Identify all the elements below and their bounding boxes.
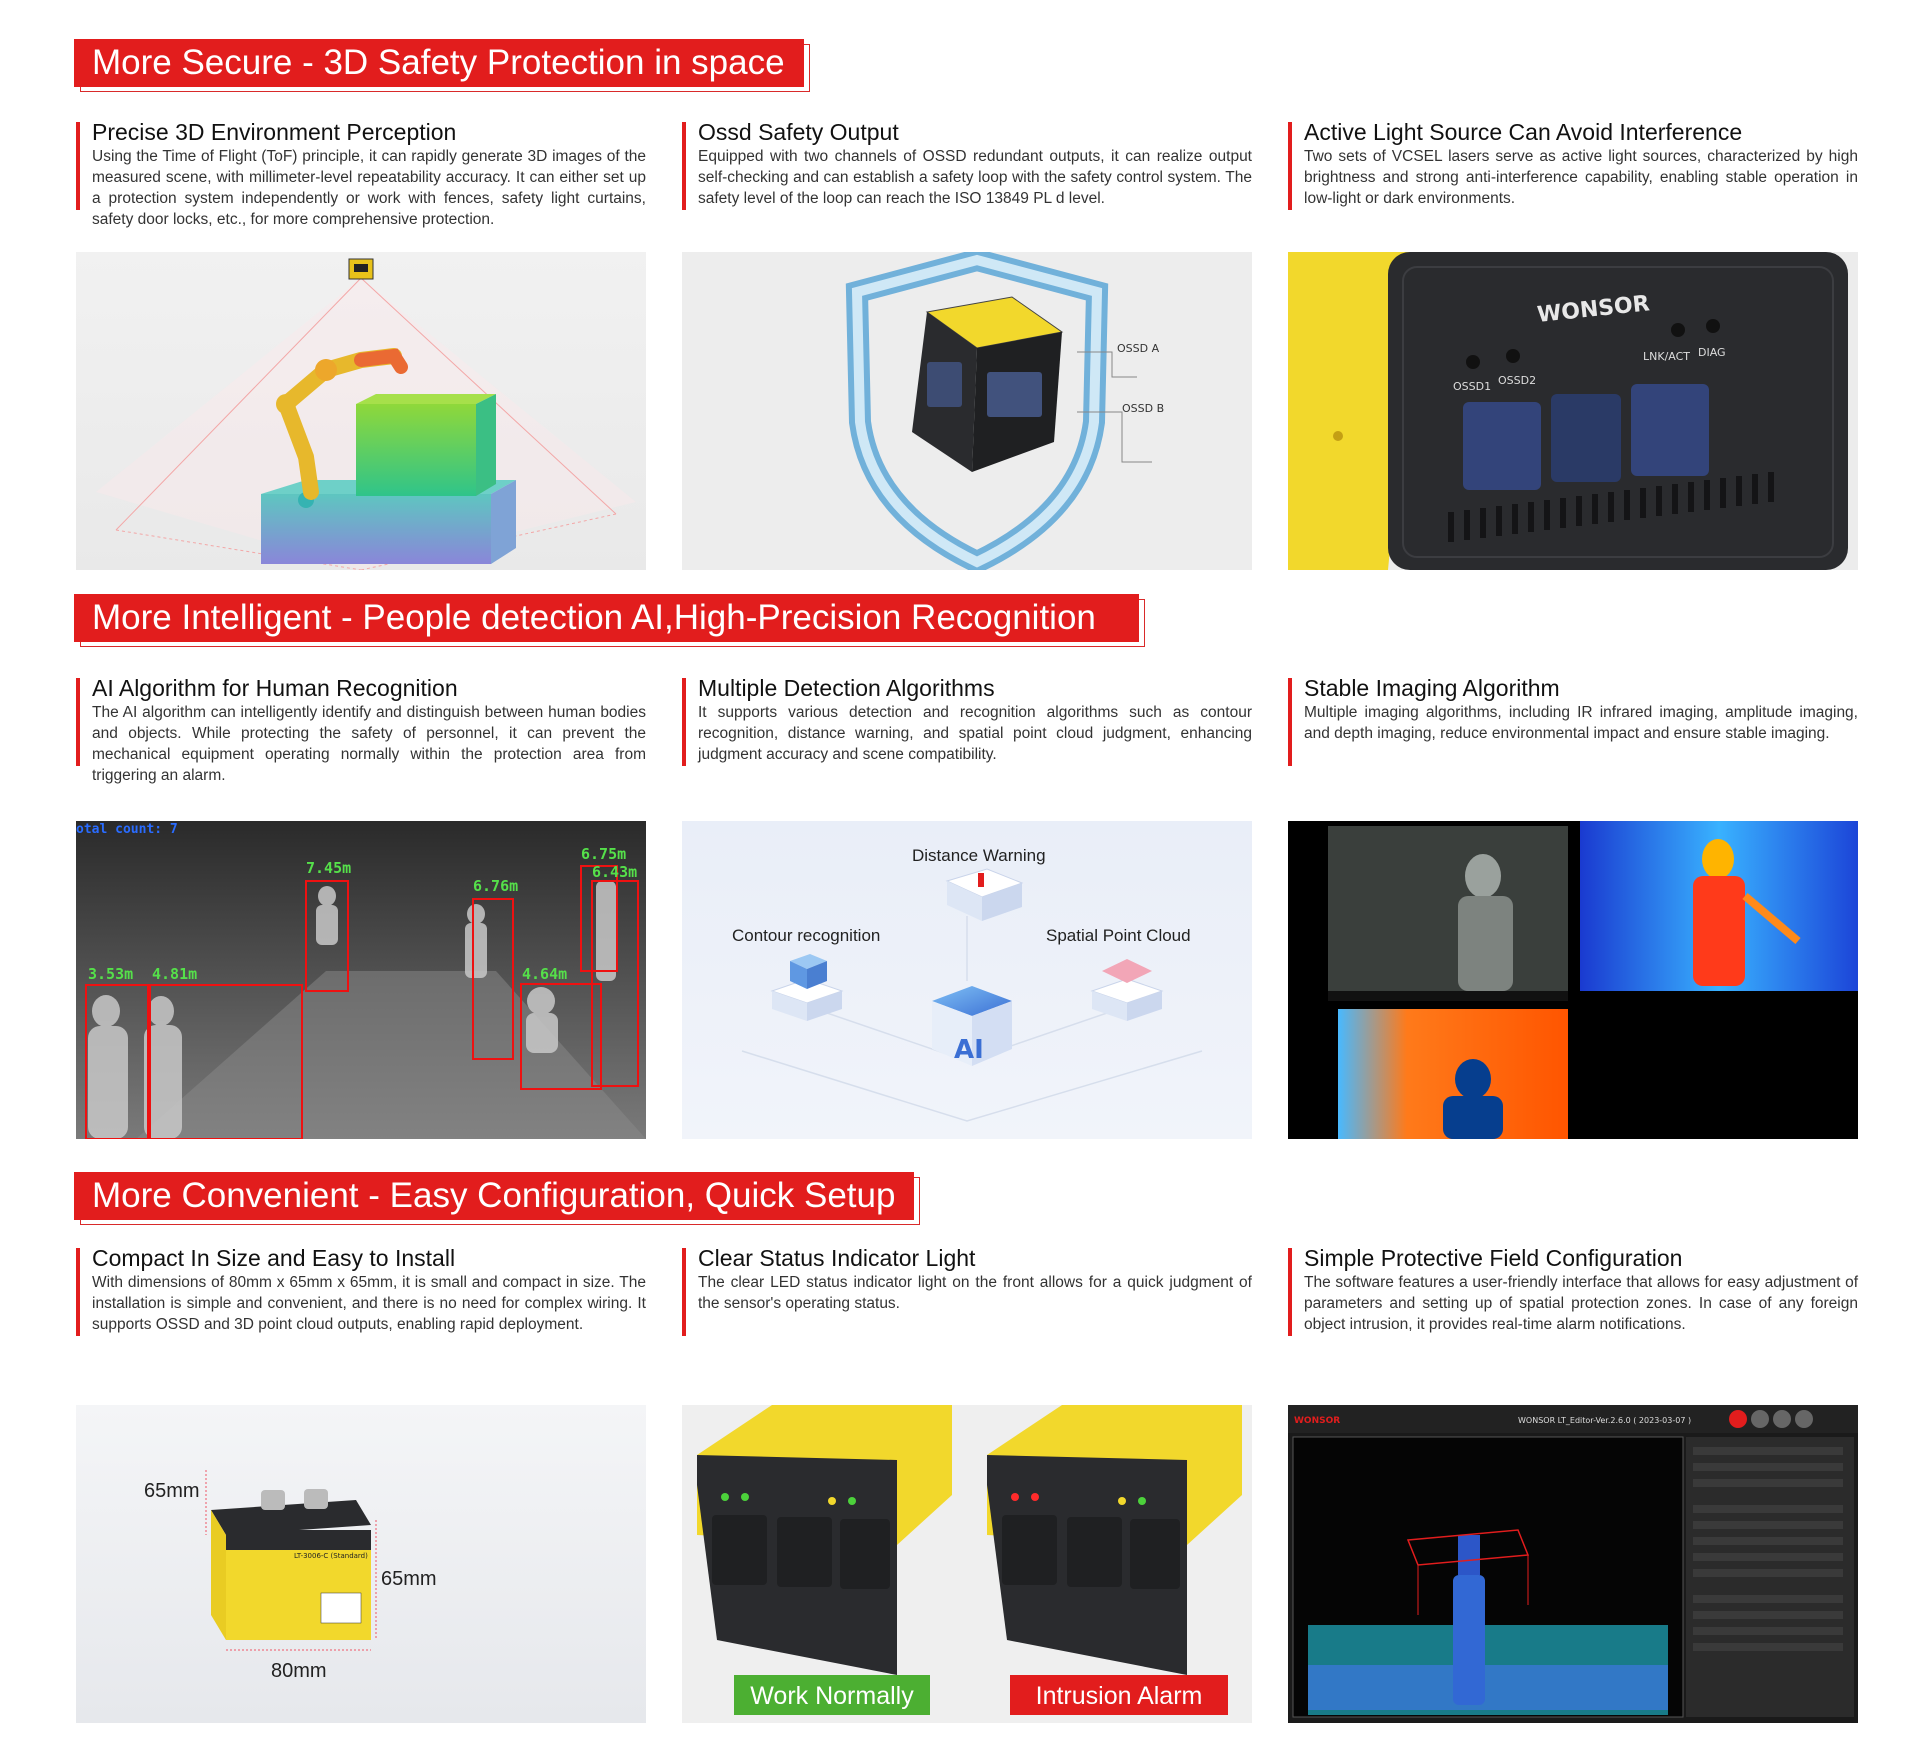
section-banner-convenient: More Convenient - Easy Configuration, Qu… <box>74 1172 920 1225</box>
banner-title: More Intelligent - People detection AI,H… <box>74 594 1139 642</box>
feature-title: Stable Imaging Algorithm <box>1304 675 1560 701</box>
feature-active-light: Active Light Source Can Avoid Interferen… <box>1288 118 1858 210</box>
feature-accent-bar <box>76 122 80 210</box>
feature-text: It supports various detection and recogn… <box>698 704 1252 763</box>
feature-accent-bar <box>682 678 686 766</box>
feature-title: Active Light Source Can Avoid Interferen… <box>1304 119 1743 145</box>
detection-label: 6.75m <box>581 845 626 863</box>
feature-title: Multiple Detection Algorithms <box>698 675 995 701</box>
ossd-b-label: OSSD B <box>1122 402 1164 415</box>
feature-ai-human: AI Algorithm for Human Recognition The A… <box>76 674 646 786</box>
vent-grille <box>1448 472 1774 542</box>
image-status-indicator: Work Normally Intrusion Alarm <box>682 1405 1252 1723</box>
dim-model: LT-3006-C (Standard) <box>294 1552 368 1560</box>
detection-label: 6.76m <box>473 877 518 895</box>
dim-top-label: 65mm <box>144 1480 200 1502</box>
feature-accent-bar <box>1288 1248 1292 1336</box>
feature-text: Two sets of VCSEL lasers serve as active… <box>1304 148 1858 207</box>
image-algorithms: Distance Warning Contour recognition Spa… <box>682 821 1252 1139</box>
feature-text: The software features a user-friendly in… <box>1304 1274 1858 1333</box>
image-ossd-shield: OSSD A OSSD B <box>682 252 1252 570</box>
dim-side-label: 65mm <box>381 1568 437 1590</box>
image-dimensions: LT-3006-C (Standard) 65mm 65mm 80mm <box>76 1405 646 1723</box>
algo-distance-label: Distance Warning <box>912 846 1046 865</box>
feature-status-indicator: Clear Status Indicator Light The clear L… <box>682 1244 1252 1336</box>
detection-label: 4.64m <box>522 965 567 983</box>
detection-label: 4.81m <box>152 965 197 983</box>
ossd-a-label: OSSD A <box>1117 342 1160 355</box>
sensor-lnk: LNK/ACT <box>1643 350 1690 363</box>
sensor-ossd2: OSSD2 <box>1498 374 1536 387</box>
feature-3d-perception: Precise 3D Environment Perception Using … <box>76 118 646 230</box>
feature-title: Precise 3D Environment Perception <box>92 119 457 145</box>
dim-bottom-label: 80mm <box>271 1660 327 1682</box>
image-sensor-face: WONSOR OSSD1 OSSD2 LNK/ACT DIAG <box>1288 252 1858 570</box>
banner-title: More Convenient - Easy Configuration, Qu… <box>74 1172 914 1220</box>
feature-text: The AI algorithm can intelligently ident… <box>92 704 646 784</box>
feature-title: Clear Status Indicator Light <box>698 1245 976 1271</box>
status-normal-label: Work Normally <box>750 1682 914 1710</box>
feature-title: Compact In Size and Easy to Install <box>92 1245 456 1271</box>
feature-ossd-output: Ossd Safety Output Equipped with two cha… <box>682 118 1252 210</box>
algo-spatial-label: Spatial Point Cloud <box>1046 926 1191 945</box>
feature-multiple-detection: Multiple Detection Algorithms It support… <box>682 674 1252 766</box>
banner-title: More Secure - 3D Safety Protection in sp… <box>74 39 804 87</box>
feature-text: Using the Time of Flight (ToF) principle… <box>92 148 646 228</box>
section-banner-secure: More Secure - 3D Safety Protection in sp… <box>74 39 810 92</box>
image-imaging-modes <box>1288 821 1858 1139</box>
feature-text: Equipped with two channels of OSSD redun… <box>698 148 1252 207</box>
image-people-detection: otal count: 7 7.45m 6.75m 6.43m 6.76m 3.… <box>76 821 646 1139</box>
feature-accent-bar <box>1288 678 1292 766</box>
detection-label: 6.43m <box>592 863 637 881</box>
feature-accent-bar <box>76 1248 80 1336</box>
feature-title: AI Algorithm for Human Recognition <box>92 675 458 701</box>
status-alarm-label: Intrusion Alarm <box>1036 1682 1203 1710</box>
feature-accent-bar <box>1288 122 1292 210</box>
algo-ai-label: AI <box>954 1035 984 1065</box>
sensor-ossd1: OSSD1 <box>1453 380 1491 393</box>
feature-compact-size: Compact In Size and Easy to Install With… <box>76 1244 646 1336</box>
feature-title: Simple Protective Field Configuration <box>1304 1245 1683 1271</box>
feature-title: Ossd Safety Output <box>698 119 899 145</box>
detection-label: 7.45m <box>306 859 351 877</box>
feature-accent-bar <box>682 122 686 210</box>
section-banner-intelligent: More Intelligent - People detection AI,H… <box>74 594 1145 647</box>
software-title: WONSOR LT_Editor-Ver.2.6.0 ( 2023-03-07 … <box>1518 1416 1691 1425</box>
software-brand: WONSOR <box>1294 1416 1340 1426</box>
detection-count: otal count: 7 <box>76 822 178 837</box>
feature-text: Multiple imaging algorithms, including I… <box>1304 704 1858 742</box>
detection-label: 3.53m <box>88 965 133 983</box>
feature-field-config: Simple Protective Field Configuration Th… <box>1288 1244 1858 1336</box>
feature-text: With dimensions of 80mm x 65mm x 65mm, i… <box>92 1274 646 1333</box>
feature-accent-bar <box>76 678 80 766</box>
image-software-ui: WONSOR WONSOR LT_Editor-Ver.2.6.0 ( 2023… <box>1288 1405 1858 1723</box>
feature-text: The clear LED status indicator light on … <box>698 1274 1252 1312</box>
sensor-diag: DIAG <box>1698 346 1726 359</box>
algo-contour-label: Contour recognition <box>732 926 880 945</box>
image-3d-perception <box>76 252 646 570</box>
feature-stable-imaging: Stable Imaging Algorithm Multiple imagin… <box>1288 674 1858 766</box>
feature-accent-bar <box>682 1248 686 1336</box>
